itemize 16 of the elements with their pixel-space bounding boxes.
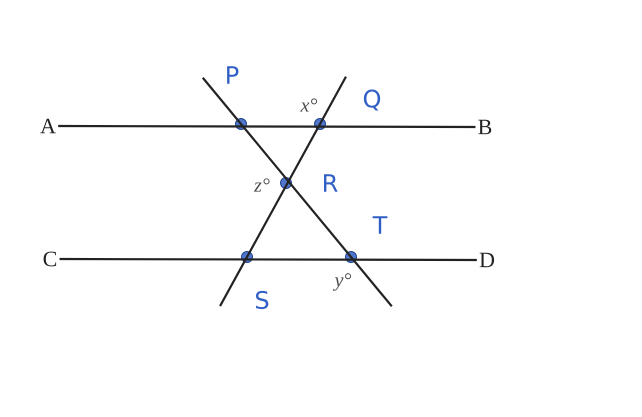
- handwritten-label: P: [227, 66, 238, 84]
- handwritten-label: S: [256, 290, 268, 310]
- point-label: D: [480, 252, 494, 268]
- point-label: C: [44, 252, 56, 266]
- angle-label: z°: [254, 178, 270, 192]
- point-label: B: [478, 120, 492, 134]
- handwritten-label: T: [372, 216, 388, 234]
- handwritten-label: Q: [364, 90, 380, 110]
- line: [58, 124, 476, 128]
- line: [202, 77, 393, 307]
- handwritten-label: R: [324, 174, 338, 192]
- line: [60, 258, 477, 262]
- point-label: A: [40, 118, 56, 134]
- line: [219, 76, 347, 307]
- angle-label: x°: [300, 98, 318, 112]
- angle-label: y°: [332, 273, 352, 291]
